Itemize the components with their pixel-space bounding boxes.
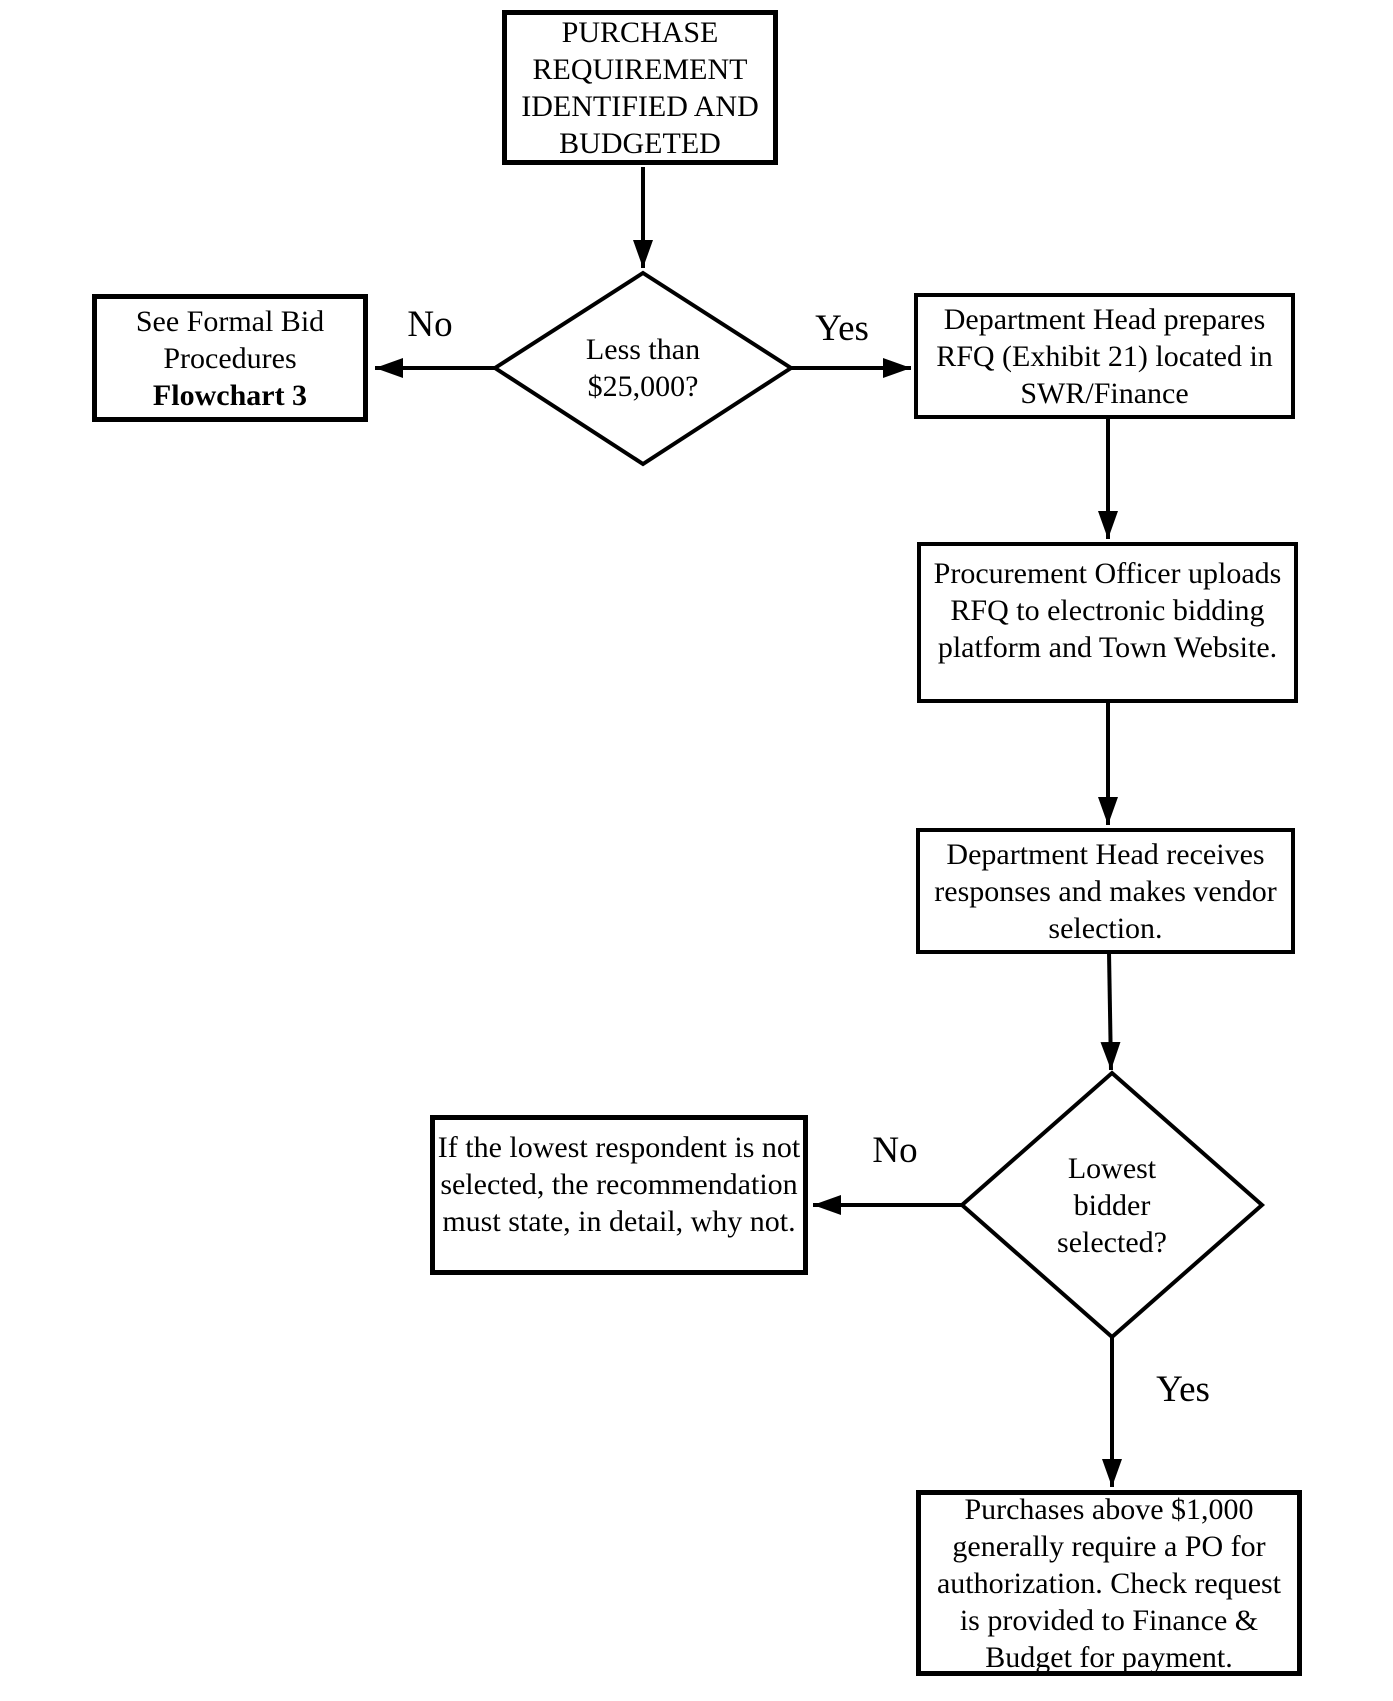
label-threshold-yes: Yes [815, 308, 869, 349]
label-threshold-no: No [407, 304, 453, 345]
node-po-payment: Purchases above $1,000 generally require… [916, 1490, 1302, 1676]
node-prepare-rfq: Department Head prepares RFQ (Exhibit 21… [914, 293, 1295, 419]
decision-lowest-bidder-shape [958, 1070, 1266, 1340]
node-upload-rfq-text: Procurement Officer uploads RFQ to elect… [933, 557, 1282, 664]
label-lowest-yes: Yes [1156, 1369, 1210, 1410]
node-not-lowest-note-text: If the lowest respondent is not selected… [437, 1131, 801, 1238]
label-lowest-no: No [872, 1130, 918, 1171]
node-start-text: PURCHASE REQUIREMENT IDENTIFIED AND BUDG… [521, 15, 759, 160]
node-formal-bid-text: See Formal Bid Procedures [135, 304, 325, 375]
node-not-lowest-note: If the lowest respondent is not selected… [430, 1115, 808, 1275]
decision-threshold-shape [491, 270, 795, 467]
node-upload-rfq: Procurement Officer uploads RFQ to elect… [917, 542, 1298, 703]
node-vendor-selection: Department Head receives responses and m… [916, 828, 1295, 954]
node-po-payment-text: Purchases above $1,000 generally require… [936, 1492, 1282, 1674]
node-decision-threshold-text: Less than $25,000? [585, 333, 701, 403]
node-vendor-selection-text: Department Head receives responses and m… [934, 837, 1277, 945]
node-start: PURCHASE REQUIREMENT IDENTIFIED AND BUDG… [502, 10, 778, 165]
node-prepare-rfq-text: Department Head prepares RFQ (Exhibit 21… [936, 302, 1273, 410]
node-decision-lowest-bidder-text: Lowest bidder selected? [1057, 1151, 1167, 1259]
node-formal-bid-bold-text: Flowchart 3 [152, 378, 308, 412]
arrow-selection-to-lowest-decision [1100, 951, 1121, 1071]
node-formal-bid: See Formal Bid Procedures Flowchart 3 [92, 294, 368, 422]
